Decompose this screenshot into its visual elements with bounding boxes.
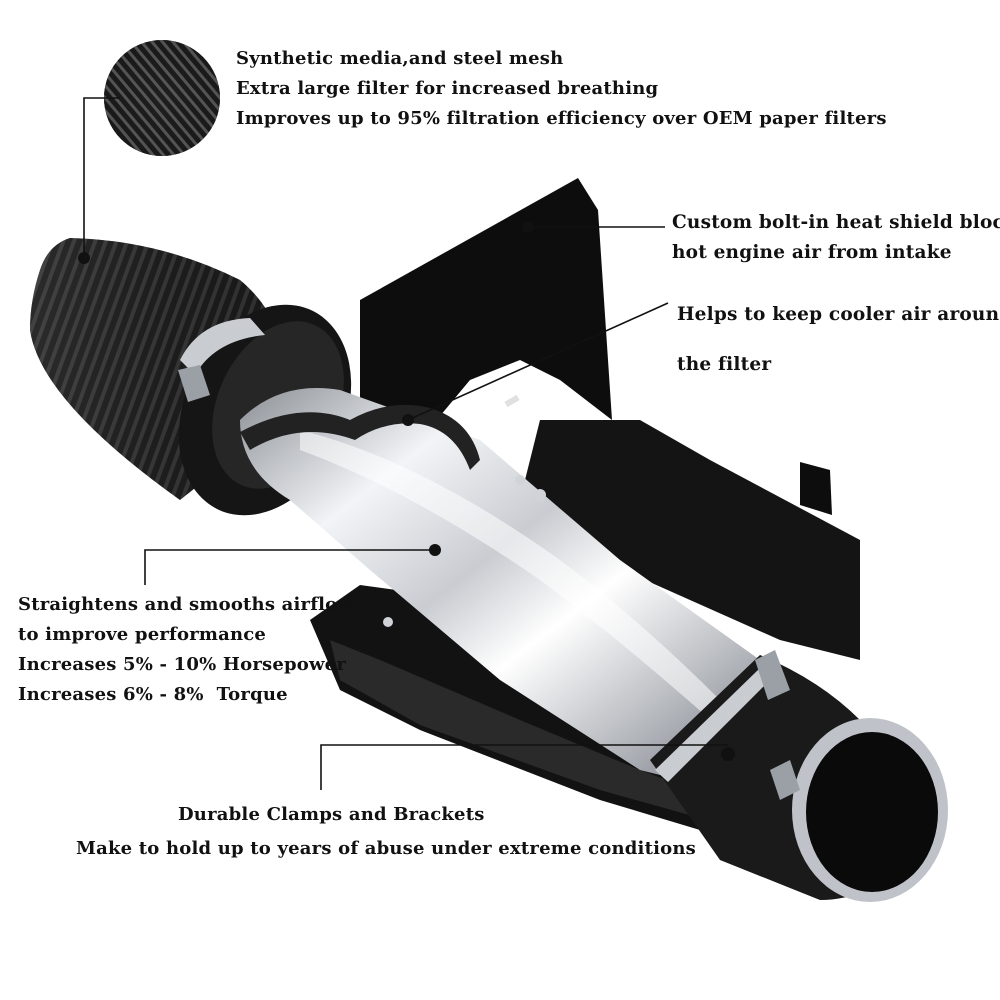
clamps-callout-title: Durable Clamps and Brackets bbox=[178, 804, 485, 825]
airflow-callout-line: Straightens and smooths airflow bbox=[18, 594, 354, 615]
heat-shield-callout-line: Custom bolt-in heat shield blocks bbox=[672, 212, 1000, 233]
bolt bbox=[534, 489, 546, 501]
bolt bbox=[515, 475, 525, 485]
heat-shield-base-rim bbox=[330, 640, 720, 818]
heat-shield-tab bbox=[800, 462, 832, 515]
leader-lines bbox=[83, 97, 728, 790]
airflow-callout: Straightens and smooths airflow to impro… bbox=[18, 590, 353, 710]
heat-shield-callout-line: hot engine air from intake bbox=[672, 242, 952, 263]
filter-callout-line: Synthetic media,and steel mesh bbox=[236, 48, 564, 69]
filter-callout-line: Improves up to 95% filtration efficiency… bbox=[236, 108, 887, 129]
outlet-coupler bbox=[650, 650, 948, 902]
filter-callout-line: Extra large filter for increased breathi… bbox=[236, 78, 659, 99]
leader-dots bbox=[78, 221, 735, 761]
airflow-callout-line: Increases 5% - 10% Horsepower bbox=[18, 654, 347, 675]
shield-slot bbox=[504, 394, 520, 408]
cooler-air-callout-line: the filter bbox=[677, 354, 772, 375]
mesh-detail-circle bbox=[104, 40, 220, 156]
airflow-callout-line: Increases 6% - 8% Torque bbox=[18, 684, 288, 705]
airflow-callout-line: to improve performance bbox=[18, 624, 267, 645]
intake-tube bbox=[240, 388, 760, 790]
heat-shield-callout: Custom bolt-in heat shield blocks hot en… bbox=[672, 208, 1000, 268]
filter-callout: Synthetic media,and steel mesh Extra lar… bbox=[236, 44, 887, 134]
rubber-gasket bbox=[240, 404, 480, 470]
heat-shield-side-flap bbox=[520, 420, 860, 660]
cooler-air-callout-line: Helps to keep cooler air around bbox=[677, 304, 1000, 325]
heat-shield-wall bbox=[360, 178, 612, 440]
bolt bbox=[383, 617, 393, 627]
clamps-callout-subtitle: Make to hold up to years of abuse under … bbox=[76, 838, 696, 859]
cooler-air-callout: Helps to keep cooler air around the filt… bbox=[677, 290, 1000, 390]
